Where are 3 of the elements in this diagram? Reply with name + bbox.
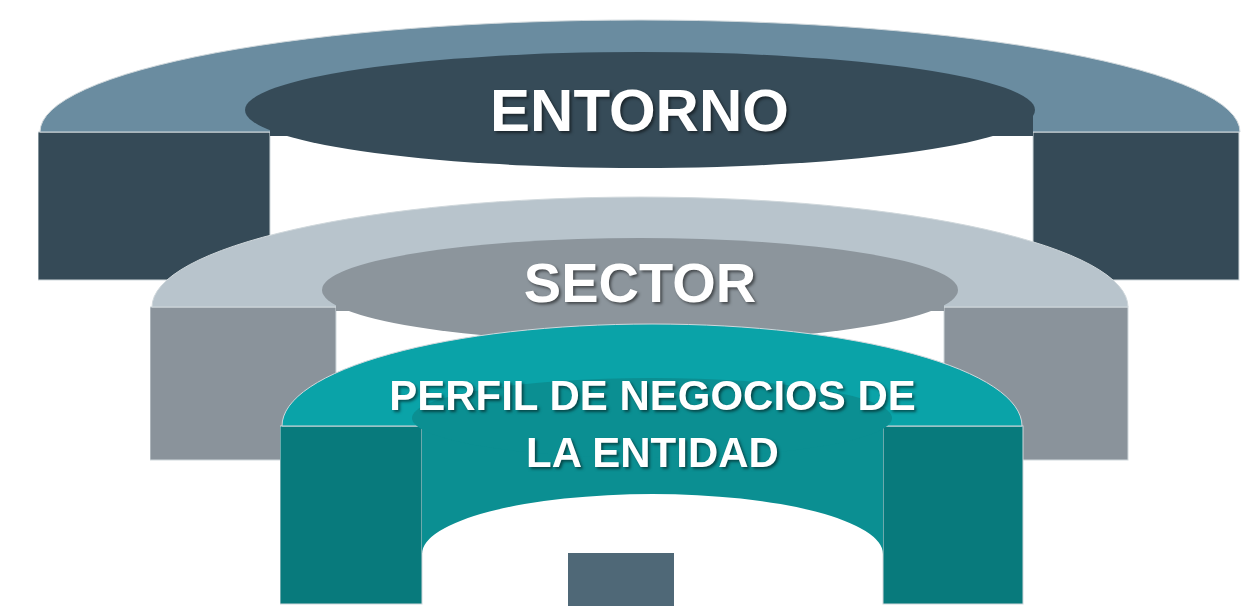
band-label: PERFIL DE NEGOCIOS DE LA ENTIDAD — [388, 371, 917, 478]
band-label: SECTOR — [522, 250, 758, 316]
band-label: ENTORNO — [489, 76, 790, 146]
